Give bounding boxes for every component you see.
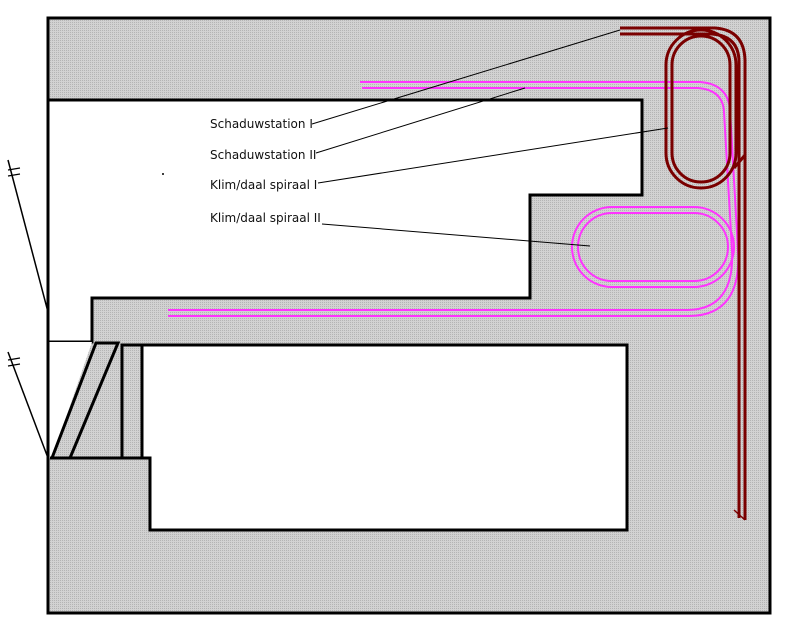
track-end-mark: [733, 509, 746, 521]
label-spiraal-1: Klim/daal spiraal I: [210, 178, 317, 192]
break-mark-bottom: [7, 351, 49, 459]
break-mark-top: [7, 159, 49, 313]
leader-schaduwstation-2: [315, 87, 526, 154]
leader-spiraal-2: [321, 223, 591, 247]
track-spiraal-1-inner: [670, 34, 732, 184]
marker-dot: [162, 173, 164, 175]
track-schaduwstation-1: [620, 26, 747, 520]
track-schaduwstation-1-inner: [620, 32, 741, 518]
lower-open-area: [140, 343, 629, 532]
track-schaduwstation-2-inner: [168, 87, 734, 311]
leader-lines: [311, 29, 669, 247]
label-spiraal-2: Klim/daal spiraal II: [210, 211, 321, 225]
track-connector: [732, 154, 747, 169]
left-wedge-area: [48, 342, 92, 458]
track-spiraal-2-outer: [571, 206, 735, 288]
track-red: [620, 26, 747, 521]
support-leg-vertical: [120, 343, 144, 460]
break-symbol-top: [7, 167, 21, 177]
leader-schaduwstation-1: [311, 29, 621, 125]
track-spiraal-1-outer: [664, 28, 738, 190]
label-schaduwstation-1: Schaduwstation I: [210, 117, 313, 131]
leader-spiraal-1: [317, 127, 669, 184]
break-symbol-bottom: [7, 357, 21, 367]
track-spiraal-2-inner: [577, 212, 729, 282]
label-schaduwstation-2: Schaduwstation II: [210, 148, 316, 162]
